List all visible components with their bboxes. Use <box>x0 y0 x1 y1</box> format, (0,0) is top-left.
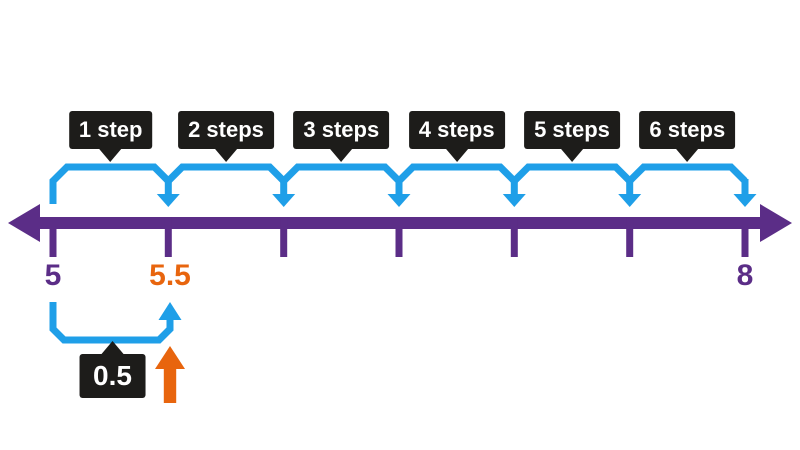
step-arrow-stem <box>280 179 288 196</box>
step-arrow-stem <box>741 179 749 196</box>
step-callout-1: 1 step <box>68 111 153 149</box>
step-callout-3: 3 steps <box>293 111 390 149</box>
step-down-arrows <box>156 179 757 207</box>
step-callout-5: 5 steps <box>524 111 620 149</box>
axis-tick <box>741 217 749 257</box>
axis-tick <box>280 217 288 257</box>
step-arrowhead-icon <box>387 194 411 207</box>
axis-tick <box>510 217 518 257</box>
steps-bracket-path <box>49 163 748 204</box>
step-callout-label: 4 steps <box>418 117 495 142</box>
axis-tick <box>395 217 403 257</box>
half-step-bracket-path <box>49 302 174 344</box>
axis-label-5-5: 5.5 <box>149 259 191 292</box>
step-size-callout: 0.5 <box>79 354 146 398</box>
number-line-axis <box>8 204 792 257</box>
axis-right-arrowhead-icon <box>760 204 792 242</box>
step-callout-label: 2 steps <box>188 117 264 142</box>
axis-label-5: 5 <box>44 259 62 292</box>
step-callout-6: 6 steps <box>639 111 736 149</box>
step-callout-2: 2 steps <box>178 111 274 149</box>
step-callout-label: 5 steps <box>534 117 610 142</box>
step-arrow-stem <box>395 179 403 196</box>
axis-tick <box>164 217 172 257</box>
half-step-up-arrowhead-icon <box>158 302 182 320</box>
step-arrowhead-icon <box>618 194 642 207</box>
axis-left-arrowhead-icon <box>8 204 40 242</box>
step-callout-label: 6 steps <box>649 117 726 142</box>
step-arrowhead-icon <box>156 194 180 207</box>
step-arrow-stem <box>510 179 518 196</box>
step-arrowhead-icon <box>733 194 757 207</box>
axis-tick <box>626 217 634 257</box>
step-arrow-stem <box>164 179 172 196</box>
orange-up-arrow-icon <box>155 346 185 403</box>
step-callout-4: 4 steps <box>408 111 505 149</box>
step-arrow-stem <box>626 179 634 196</box>
step-arrowhead-icon <box>272 194 296 207</box>
step-size-label: 0.5 <box>93 360 132 391</box>
step-callout-label: 1 step <box>78 117 143 142</box>
axis-tick <box>49 217 57 257</box>
step-arrowhead-icon <box>502 194 526 207</box>
axis-label-8: 8 <box>736 259 754 292</box>
step-callout-label: 3 steps <box>303 117 380 142</box>
